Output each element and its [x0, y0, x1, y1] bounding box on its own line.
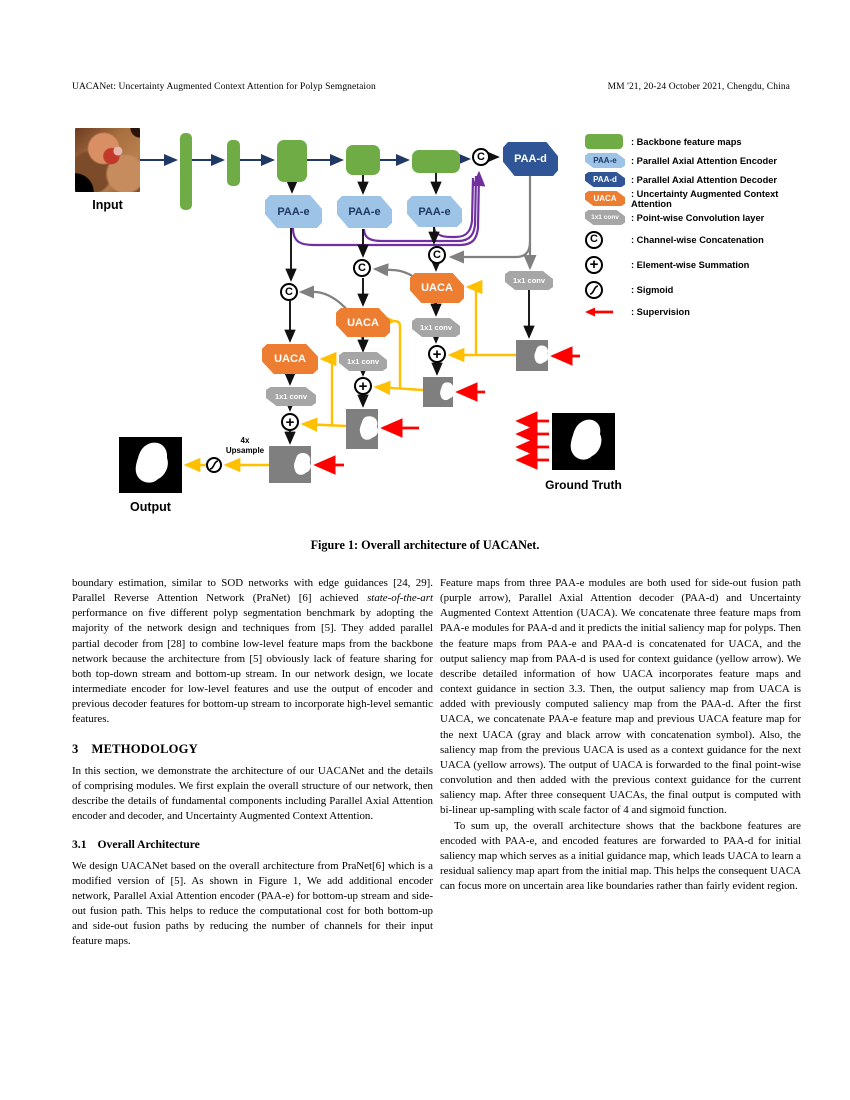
input-endoscopy-image [75, 128, 140, 192]
conv-box-2: 1x1 conv [339, 352, 387, 371]
paa-d-swatch: PAA-d [585, 172, 625, 187]
supervision-arrow-icon [585, 307, 613, 317]
concat-circle-icon: C [585, 230, 603, 249]
uaca-box-1: UACA [262, 344, 318, 374]
legend-row-paa-e: PAA-e : Parallel Axial Attention Encoder [585, 151, 799, 170]
legend-row-sigmoid: : Sigmoid [585, 277, 799, 302]
figure-1-diagram: Input PAA-e PAA-e PAA-e C PAA-d C UACA 1… [70, 120, 800, 532]
sigmoid-circle-icon [585, 280, 603, 299]
paragraph-related-work: boundary estimation, similar to SOD netw… [72, 577, 433, 726]
uaca-box-2: UACA [336, 308, 390, 337]
running-header-left: UACANet: Uncertainty Augmented Context A… [72, 82, 376, 92]
backbone-block-3 [277, 140, 307, 182]
concat-circle-2: C [353, 259, 371, 277]
conv-swatch: 1x1 conv [585, 210, 625, 225]
uaca-swatch: UACA [585, 191, 625, 206]
concat-circle-3: C [428, 246, 446, 264]
paragraph-overall-architecture: We design UACANet based on the overall a… [72, 859, 433, 948]
column-right: Feature maps from three PAA-e modules ar… [440, 576, 801, 894]
legend-row-supervision: : Supervision [585, 302, 799, 322]
backbone-block-4 [346, 145, 380, 175]
ground-truth-image [552, 413, 615, 470]
ground-truth-label: Ground Truth [545, 478, 622, 492]
paragraph-summary: To sum up, the overall architecture show… [440, 819, 801, 893]
conv-box-1: 1x1 conv [266, 387, 316, 406]
paa-d-box: PAA-d [503, 142, 558, 176]
saliency-map-final [269, 446, 311, 483]
paragraph-architecture-details: Feature maps from three PAA-e modules ar… [440, 577, 801, 817]
paragraph-methodology-intro: In this section, we demonstrate the arch… [72, 764, 433, 823]
running-header-right: MM '21, 20-24 October 2021, Chengdu, Chi… [607, 82, 790, 92]
legend-row-concat: C : Channel-wise Concatenation [585, 227, 799, 252]
uaca-box-3: UACA [410, 273, 464, 303]
legend-row-paa-d: PAA-d : Parallel Axial Attention Decoder [585, 170, 799, 189]
figure-legend: : Backbone feature maps PAA-e : Parallel… [585, 132, 799, 322]
saliency-map-initial [516, 340, 548, 371]
paa-e-box-2: PAA-e [337, 196, 392, 228]
legend-row-backbone: : Backbone feature maps [585, 132, 799, 151]
output-image [119, 437, 182, 493]
sigmoid-circle [206, 457, 222, 473]
sum-circle-icon: + [585, 255, 603, 274]
concat-circle-paad: C [472, 148, 490, 166]
concat-circle-1: C [280, 283, 298, 301]
conv-box-3: 1x1 conv [412, 318, 460, 337]
backbone-block-1 [180, 133, 192, 210]
legend-row-uaca: UACA : Uncertainty Augmented Context Att… [585, 189, 799, 209]
sum-circle-1: + [281, 413, 299, 431]
figure-caption: Figure 1: Overall architecture of UACANe… [310, 538, 540, 552]
paa-e-box-3: PAA-e [407, 196, 462, 227]
paa-e-box-1: PAA-e [265, 195, 322, 228]
backbone-swatch [585, 134, 623, 149]
sum-circle-2: + [354, 377, 372, 395]
legend-row-conv: 1x1 conv : Point-wise Convolution layer [585, 208, 799, 227]
legend-row-sum: + : Element-wise Summation [585, 252, 799, 277]
output-label: Output [130, 500, 171, 514]
backbone-block-2 [227, 140, 240, 186]
backbone-block-5 [412, 150, 460, 173]
saliency-map-3 [423, 377, 453, 407]
input-label: Input [92, 198, 123, 212]
column-left: boundary estimation, similar to SOD netw… [72, 576, 433, 949]
saliency-map-2 [346, 409, 378, 449]
sum-circle-3: + [428, 345, 446, 363]
conv-box-paad: 1x1 conv [505, 271, 553, 290]
paa-e-swatch: PAA-e [585, 153, 625, 168]
